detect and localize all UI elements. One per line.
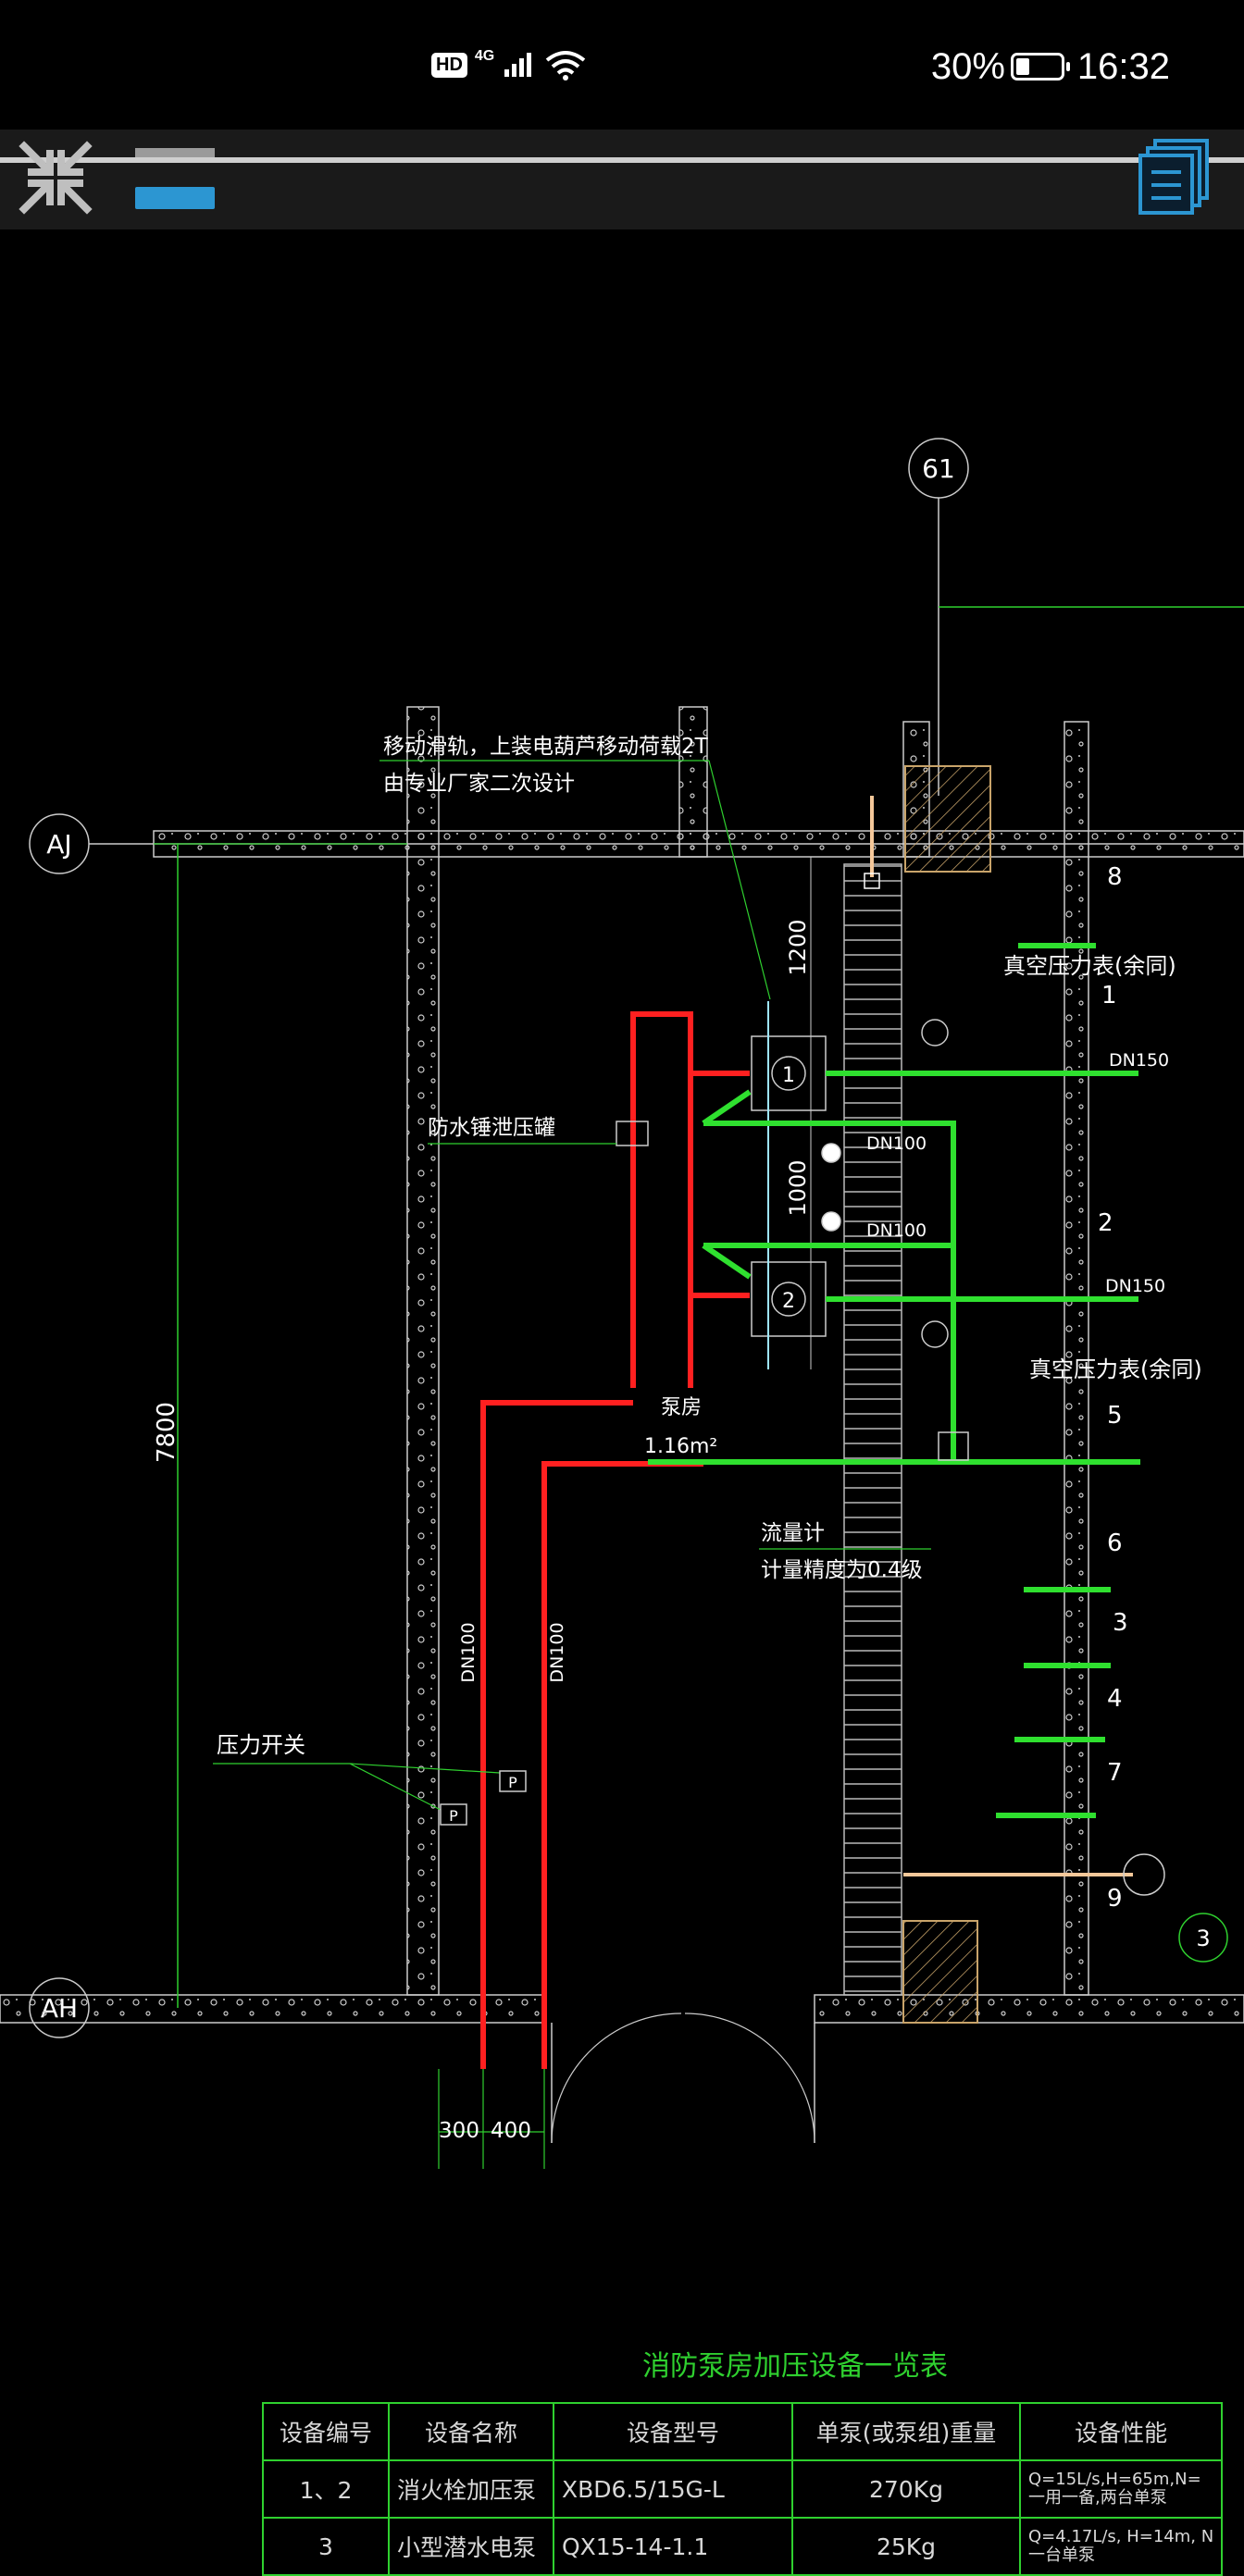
- dim-1200-label: 1200: [785, 919, 811, 975]
- table-title: 消防泵房加压设备一览表: [642, 2350, 948, 2383]
- dim-7800-label: 7800: [153, 1402, 180, 1463]
- red-pipes: [480, 1011, 750, 2069]
- num-7: 7: [1107, 1759, 1123, 1787]
- header-cell: 设备型号: [553, 2402, 793, 2461]
- header-cell: 设备编号: [262, 2402, 390, 2461]
- dimension-300-400: 300 400: [438, 2069, 545, 2169]
- rail-note-line2: 由专业厂家二次设计: [383, 772, 575, 796]
- network-indicator: HD 4G: [431, 48, 586, 81]
- pump-2: 2: [751, 1261, 827, 1337]
- callout-3: [1178, 1913, 1228, 1963]
- vacuum-gauge-label-2: 真空压力表(余同): [1029, 1356, 1202, 1382]
- dim-400-label: 400: [491, 2119, 531, 2143]
- rail-note: 移动滑轨，上装电葫芦移动荷载2T 由专业厂家二次设计: [379, 735, 771, 1000]
- pump-2-label: 2: [782, 1290, 795, 1313]
- pump-room-label: 泵房: [661, 1396, 702, 1419]
- battery-icon: [1010, 53, 1070, 81]
- dim-1000-label: 1000: [785, 1159, 811, 1216]
- axis-61: 61: [908, 438, 1244, 796]
- pipe-numbers: 8 1 2 5 6 3 4 7 9: [1098, 863, 1128, 1913]
- battery-percent: 30%: [930, 46, 1005, 87]
- rail-note-line1: 移动滑轨，上装电葫芦移动荷载2T: [383, 735, 709, 759]
- dimension-1200-1000: 1200 1000: [785, 857, 812, 1369]
- clock: 16:32: [1076, 46, 1170, 87]
- axis-aj-label: AJ: [46, 829, 71, 860]
- toolbar-divider: [0, 157, 1244, 163]
- status-right: 30% 16:32: [931, 46, 1170, 88]
- network-type: 4G: [474, 48, 495, 64]
- tab-active[interactable]: [135, 187, 215, 209]
- num-6: 6: [1107, 1530, 1123, 1557]
- tab-inactive[interactable]: [135, 148, 215, 157]
- dn150-label-b: DN150: [1105, 1276, 1165, 1296]
- toolbar: [0, 130, 1244, 229]
- num-3: 3: [1113, 1609, 1128, 1637]
- flowmeter-label-2: 计量精度为0.4级: [761, 1558, 923, 1582]
- dn100-vertical-1: DN100: [458, 1622, 479, 1682]
- table-header-row: 设备编号 设备名称 设备型号 单泵(或泵组)重量 设备性能: [262, 2402, 1224, 2461]
- signal-icon: [504, 53, 531, 78]
- flowmeter-label-1: 流量计: [761, 1521, 825, 1545]
- area-label: 1.16m²: [644, 1435, 717, 1458]
- green-pipes: [648, 943, 1140, 1818]
- fittings: [616, 1019, 969, 1461]
- num-5: 5: [1107, 1402, 1123, 1430]
- dn100-label-a: DN100: [866, 1133, 927, 1154]
- dn150-label-a: DN150: [1109, 1050, 1169, 1071]
- pressure-switch-1: [499, 1770, 527, 1792]
- header-cell: 设备名称: [388, 2402, 554, 2461]
- pressure-switch-2: [440, 1803, 467, 1826]
- table-row: 3 小型潜水电泵 QX15-14-1.1 25Kg Q=4.17L/s, H=1…: [262, 2517, 1224, 2576]
- dimension-7800: 7800: [153, 843, 407, 2008]
- axis-61-label: 61: [922, 453, 955, 484]
- battery-fill: [1015, 58, 1029, 76]
- num-1: 1: [1101, 982, 1117, 1009]
- num-2: 2: [1098, 1209, 1113, 1237]
- surge-tank-label: 防水锤泄压罐: [428, 1116, 555, 1140]
- status-bar: HD 4G 30% 16:32: [0, 0, 1244, 130]
- cad-drawing-canvas[interactable]: 61 AJ AH 7800: [0, 229, 1244, 2565]
- layers-icon[interactable]: [1137, 137, 1213, 218]
- walls: [0, 706, 1244, 2144]
- callout-3-label: 3: [1196, 1926, 1210, 1951]
- equipment-table: 设备编号 设备名称 设备型号 单泵(或泵组)重量 设备性能 1、2 消火栓加压泵…: [262, 2402, 1224, 2576]
- svg-text:P: P: [449, 1807, 458, 1825]
- collapse-arrows-icon[interactable]: [17, 139, 94, 217]
- header-cell: 单泵(或泵组)重量: [791, 2402, 1021, 2461]
- submersible-pump: [1123, 1853, 1165, 1896]
- num-8: 8: [1107, 863, 1123, 891]
- wifi-icon: [545, 51, 586, 81]
- svg-text:P: P: [508, 1774, 517, 1791]
- table-row: 1、2 消火栓加压泵 XBD6.5/15G-L 270Kg Q=15L/s,H=…: [262, 2459, 1224, 2519]
- hd-badge: HD: [431, 52, 467, 78]
- num-4: 4: [1107, 1685, 1123, 1713]
- pressure-switch-label: 压力开关: [217, 1732, 305, 1758]
- vacuum-gauge-label-1: 真空压力表(余同): [1003, 953, 1176, 979]
- num-9: 9: [1107, 1885, 1123, 1913]
- header-cell: 设备性能: [1018, 2402, 1224, 2461]
- pump-1-label: 1: [782, 1064, 795, 1087]
- dn100-label-b: DN100: [866, 1220, 927, 1241]
- dn100-vertical-2: DN100: [547, 1622, 567, 1682]
- dim-300-label: 300: [439, 2119, 479, 2143]
- pump-1: 1: [751, 1035, 827, 1111]
